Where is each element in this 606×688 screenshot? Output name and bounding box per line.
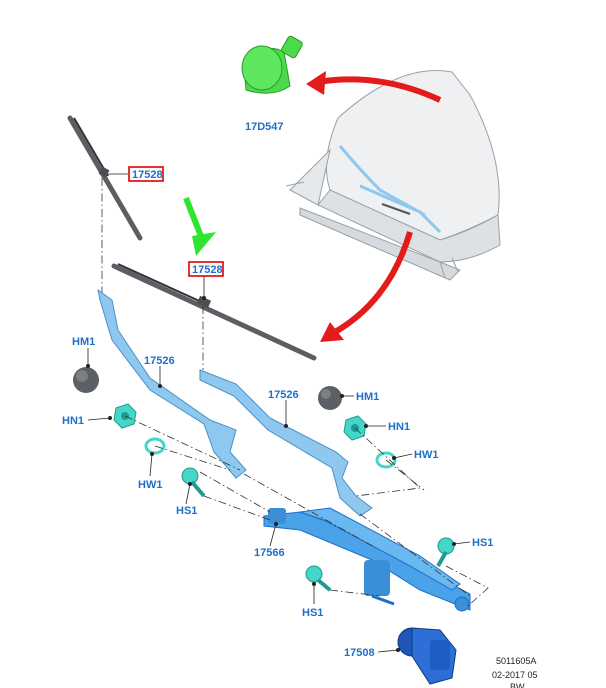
label-bolt-lower: HS1 xyxy=(302,607,323,619)
bolt-icon-left xyxy=(181,467,206,498)
wiper-motor-icon[interactable] xyxy=(397,627,457,685)
bolt-icon-lower xyxy=(305,565,332,592)
label-cap-right: HM1 xyxy=(356,391,379,403)
label-blade-right: 17528 xyxy=(192,264,223,276)
vehicle-front-icon xyxy=(285,70,501,281)
wiper-arm-right[interactable] xyxy=(199,369,373,517)
wiper-blade-left[interactable] xyxy=(67,115,143,241)
drawing-number: 5011605A xyxy=(496,656,536,666)
label-nut-right: HN1 xyxy=(388,421,410,433)
drawing-date: 02-2017 05 xyxy=(492,670,538,680)
label-reservoir: 17D547 xyxy=(245,121,284,133)
label-washer-right: HW1 xyxy=(414,449,438,461)
label-arm-right: 17526 xyxy=(268,389,299,401)
label-bolt-right: HS1 xyxy=(472,537,493,549)
label-washer-left: HW1 xyxy=(138,479,162,491)
assembly-lines xyxy=(124,415,489,607)
leader-lines xyxy=(87,173,471,653)
label-blade-left: 17528 xyxy=(132,169,163,181)
label-arm-left: 17526 xyxy=(144,355,175,367)
wiper-arm-left[interactable] xyxy=(97,288,247,479)
washer-icon-left xyxy=(144,437,166,455)
highlight-box-blade-right xyxy=(188,261,224,277)
wiper-blade-right[interactable] xyxy=(111,263,317,361)
label-nut-left: HN1 xyxy=(62,415,84,427)
label-motor: 17508 xyxy=(344,647,375,659)
cap-icon-right xyxy=(318,386,342,410)
highlight-box-blade-left xyxy=(128,166,164,182)
wiper-linkage[interactable] xyxy=(263,507,471,612)
drawing-initials: BW xyxy=(510,682,525,688)
green-arrow-icon xyxy=(183,196,216,256)
red-arrow-to-blade xyxy=(320,231,413,342)
bolt-icon-right xyxy=(436,537,455,567)
washer-icon-right xyxy=(375,451,397,469)
cap-icon-left xyxy=(73,367,99,393)
red-arrow-to-reservoir xyxy=(306,71,442,103)
label-bolt-left: HS1 xyxy=(176,505,197,517)
label-cap-left: HM1 xyxy=(72,336,95,348)
label-linkage: 17566 xyxy=(254,547,285,559)
leader-dots xyxy=(86,296,456,652)
washer-reservoir-icon xyxy=(241,35,303,94)
